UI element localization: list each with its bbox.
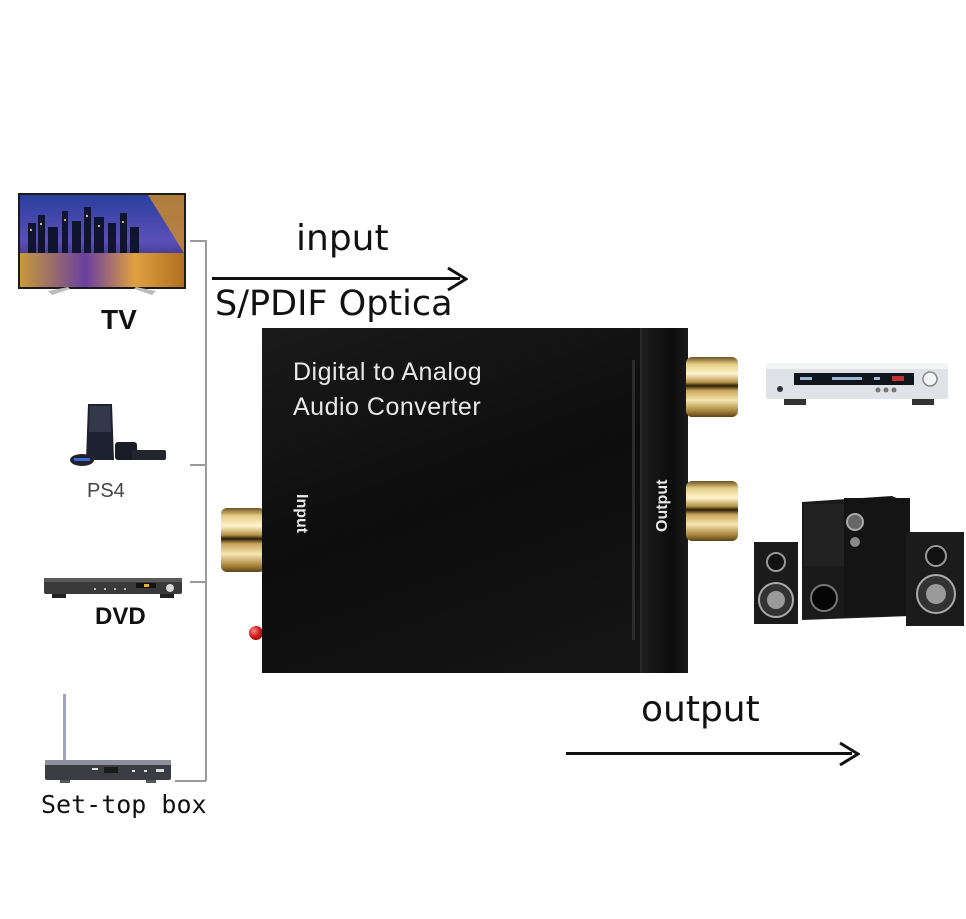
output-connector-right xyxy=(686,481,738,541)
input-type-label: S/PDIF Optica xyxy=(215,284,453,324)
dvd-device xyxy=(44,576,184,600)
converter-box xyxy=(262,328,642,673)
tv-device xyxy=(18,193,186,301)
input-arrow-head-icon xyxy=(447,266,468,292)
bracket-tick-dvd xyxy=(190,581,206,583)
source-label-settop: Set-top box xyxy=(41,790,207,819)
source-label-ps4: PS4 xyxy=(87,480,125,502)
source-bracket-line xyxy=(205,240,207,781)
set-top-box-icon xyxy=(45,694,171,783)
output-arrow-head-icon xyxy=(839,741,860,767)
game-console-icon xyxy=(70,404,166,466)
av-receiver-icon xyxy=(766,363,948,405)
output-arrow-line xyxy=(566,752,852,755)
source-label-tv: TV xyxy=(101,304,137,335)
speaker-system-icon xyxy=(754,496,964,626)
bracket-tick-ps4 xyxy=(190,464,206,466)
converter-title-line1: Digital to Analog xyxy=(293,358,483,386)
converter-title-line2: Audio Converter xyxy=(293,393,482,421)
input-connector xyxy=(221,508,265,572)
converter-box-side-panel xyxy=(640,328,688,673)
output-connector-left xyxy=(686,357,738,417)
input-port-label: Input xyxy=(293,494,310,534)
bracket-tick-settop xyxy=(175,780,206,782)
output-flow-label: output xyxy=(641,689,760,730)
output-port-label: Output xyxy=(654,479,671,532)
set-top-box-device xyxy=(44,694,174,786)
source-label-dvd: DVD xyxy=(95,603,146,630)
bracket-tick-tv xyxy=(190,240,206,242)
dvd-player-icon xyxy=(44,578,182,598)
input-flow-label: input xyxy=(296,218,389,259)
converter-box-edge xyxy=(632,360,635,640)
av-receiver-device xyxy=(762,357,952,409)
ps4-device xyxy=(70,402,170,470)
input-arrow-line xyxy=(212,277,460,280)
power-led-icon xyxy=(249,626,263,640)
speaker-system-device xyxy=(752,496,966,628)
tv-icon xyxy=(18,193,186,295)
